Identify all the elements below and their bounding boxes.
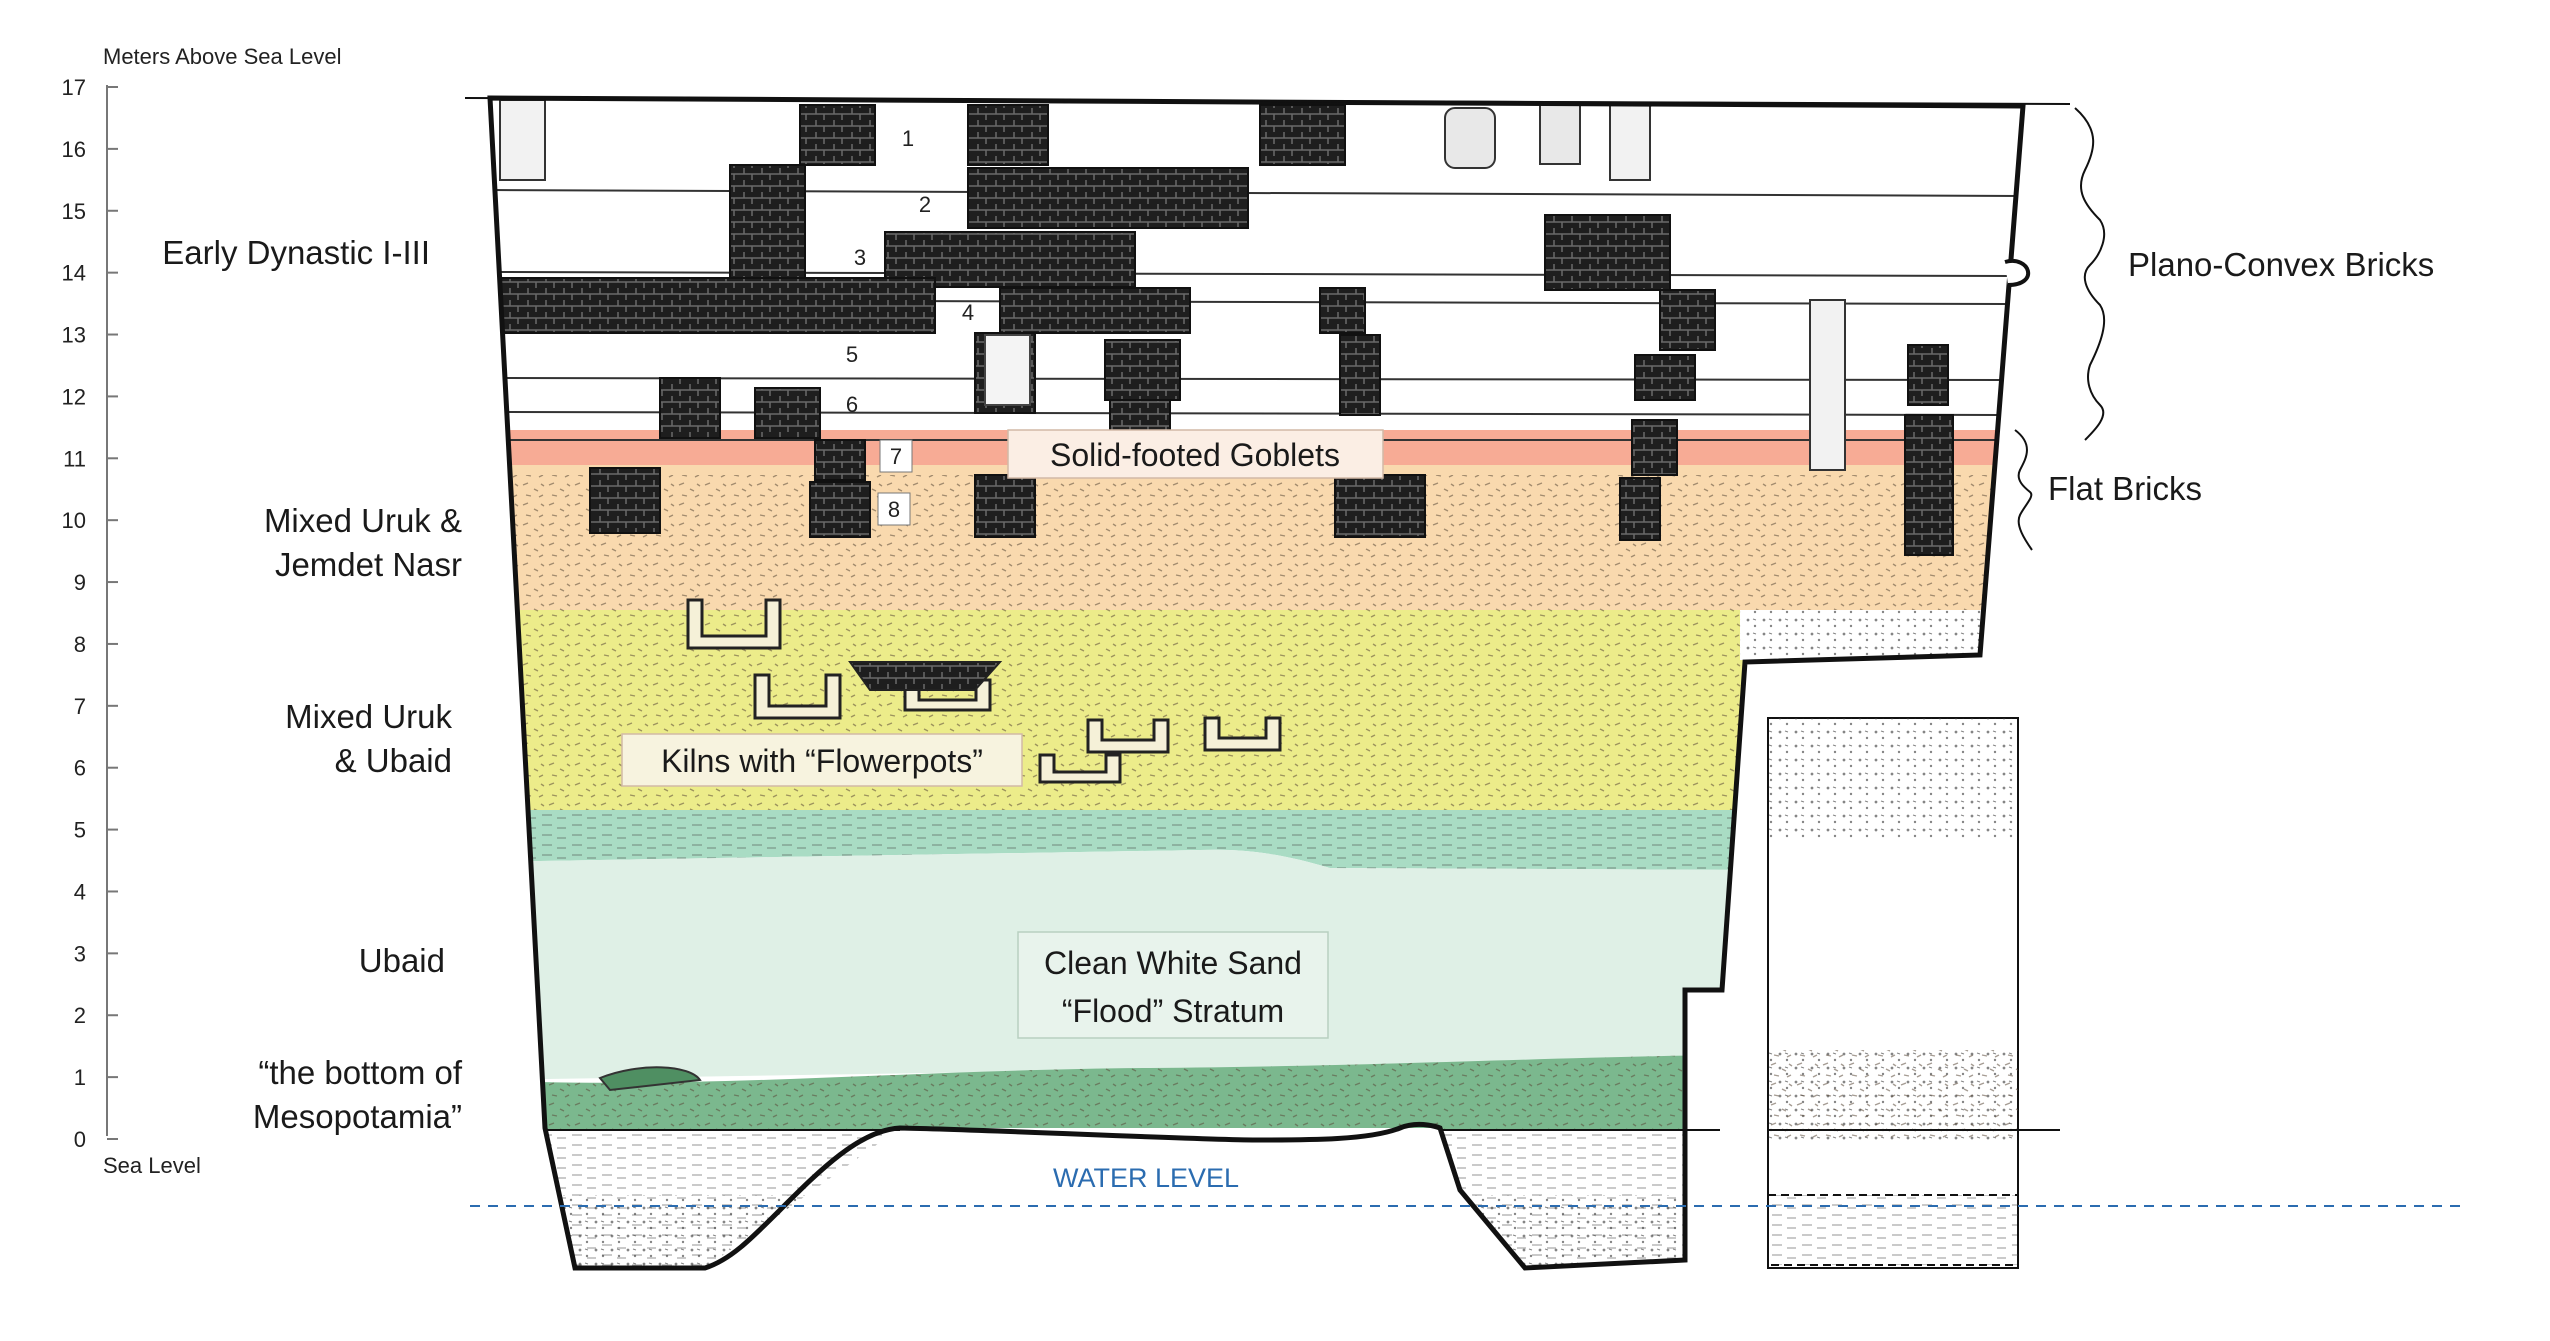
flat-bricks-bracket: Flat Bricks bbox=[2014, 429, 2202, 551]
floor-number-5: 5 bbox=[846, 342, 858, 367]
axis-tick-label: 7 bbox=[74, 694, 86, 719]
axis-title: Meters Above Sea Level bbox=[103, 44, 341, 69]
floor-number-7: 7 bbox=[890, 444, 902, 469]
plano-convex-bracket: Plano-Convex Bricks bbox=[2074, 107, 2434, 441]
floor-number-3: 3 bbox=[854, 245, 866, 270]
floor-number-2: 2 bbox=[919, 192, 931, 217]
axis-tick-label: 9 bbox=[74, 570, 86, 595]
period-bottom-line1: “the bottom of bbox=[258, 1054, 462, 1091]
period-ubaid: Ubaid bbox=[359, 942, 445, 979]
axis-tick-label: 12 bbox=[62, 384, 86, 409]
kilns-label: Kilns with “Flowerpots” bbox=[661, 743, 983, 779]
pit-outline bbox=[487, 95, 2026, 1271]
floor-number-6: 6 bbox=[846, 392, 858, 417]
brick-walls bbox=[494, 104, 1954, 556]
jemdet-nasr-texture bbox=[490, 475, 2023, 610]
axis-tick-label: 0 bbox=[74, 1127, 86, 1152]
floor-number-7-box bbox=[879, 439, 913, 473]
axis-tick-label: 8 bbox=[74, 632, 86, 657]
axis-tick-label: 5 bbox=[74, 818, 86, 843]
side-column bbox=[1767, 717, 2060, 1269]
axis-tick-label: 10 bbox=[62, 508, 86, 533]
flat-bricks-label: Flat Bricks bbox=[2048, 470, 2202, 507]
axis-tick-label: 17 bbox=[62, 75, 86, 100]
floor-number-1: 1 bbox=[902, 126, 914, 151]
sea-level-label: Sea Level bbox=[103, 1153, 201, 1178]
annotation-flood-sand: Clean White Sand “Flood” Stratum bbox=[1017, 931, 1329, 1039]
axis-tick-label: 13 bbox=[62, 323, 86, 348]
sand-label-line1: Clean White Sand bbox=[1044, 945, 1302, 981]
axis-tick-label: 16 bbox=[62, 137, 86, 162]
axis-tick-label: 1 bbox=[74, 1065, 86, 1090]
plano-convex-label: Plano-Convex Bricks bbox=[2128, 246, 2434, 283]
axis-tick-label: 2 bbox=[74, 1003, 86, 1028]
axis-tick-label: 4 bbox=[74, 879, 86, 904]
annotation-goblets: Solid-footed Goblets bbox=[1007, 429, 1384, 479]
axis-tick-label: 6 bbox=[74, 756, 86, 781]
column-features bbox=[499, 99, 1846, 471]
sand-label-line2: “Flood” Stratum bbox=[1062, 993, 1284, 1029]
period-uruk-jemdet-line2: Jemdet Nasr bbox=[275, 546, 462, 583]
period-early-dynastic: Early Dynastic I-III bbox=[162, 234, 430, 271]
axis-tick-label: 3 bbox=[74, 941, 86, 966]
water-level-label: WATER LEVEL bbox=[1053, 1163, 1239, 1193]
elevation-axis: Meters Above Sea Level 01234567891011121… bbox=[62, 44, 342, 1178]
bottom-clump bbox=[598, 1066, 702, 1092]
axis-tick-label: 15 bbox=[62, 199, 86, 224]
water-level: WATER LEVEL bbox=[470, 1163, 2465, 1207]
floor-number-8-box bbox=[877, 492, 911, 526]
period-bottom-line2: Mesopotamia” bbox=[253, 1098, 462, 1135]
kiln-brick-base bbox=[848, 661, 1003, 691]
axis-tick-label: 14 bbox=[62, 261, 86, 286]
annotation-kilns: Kilns with “Flowerpots” bbox=[621, 733, 1023, 787]
floor-number-8: 8 bbox=[888, 497, 900, 522]
goblets-label: Solid-footed Goblets bbox=[1050, 437, 1340, 473]
bottom-green-texture bbox=[490, 1055, 1760, 1130]
period-uruk-jemdet-line1: Mixed Uruk & bbox=[264, 502, 462, 539]
period-labels: Early Dynastic I-III Mixed Uruk & Jemdet… bbox=[162, 234, 463, 1135]
axis-tick-label: 11 bbox=[63, 446, 86, 471]
period-uruk-ubaid-line1: Mixed Uruk bbox=[285, 698, 452, 735]
upper-right-texture bbox=[1740, 610, 2023, 660]
floor-number-4: 4 bbox=[962, 300, 974, 325]
ground-surface-line bbox=[464, 97, 2071, 105]
period-uruk-ubaid-line2: & Ubaid bbox=[335, 742, 452, 779]
drain-feature bbox=[2004, 258, 2030, 287]
floor-numbers: 1 2 3 4 5 6 7 8 bbox=[846, 126, 974, 526]
